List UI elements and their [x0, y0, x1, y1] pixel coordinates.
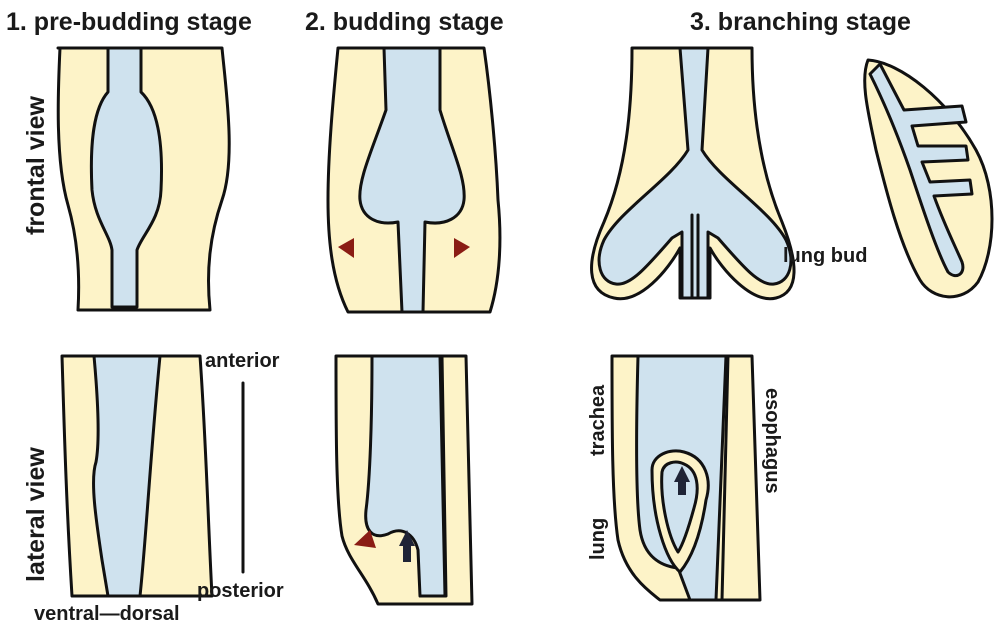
stage-3-title: 3. branching stage: [690, 8, 911, 36]
anterior-label: anterior: [205, 350, 280, 372]
stage-2-title: 2. budding stage: [305, 8, 504, 36]
lung-bud-label: lung bud: [783, 245, 867, 267]
frontal-view-label: frontal view: [22, 96, 50, 235]
posterior-label: posterior: [197, 580, 284, 602]
lung-label: lung: [587, 518, 609, 560]
ventral-dorsal-label: ventral—dorsal: [34, 603, 180, 625]
esophagus-label: esophagus: [761, 388, 783, 494]
stage-2-lateral-panel: [336, 356, 472, 604]
stage-1-lateral-panel: [62, 356, 212, 596]
stage-3-lateral-panel: [612, 356, 760, 600]
stage-2-frontal-panel: [328, 48, 500, 312]
stage-1-frontal-panel: [58, 48, 229, 310]
stage-3-branching-lobe: [865, 60, 992, 297]
lateral-view-label: lateral view: [22, 447, 50, 582]
stage-1-title: 1. pre-budding stage: [6, 8, 252, 36]
trachea-label: trachea: [587, 384, 609, 456]
stage-3-frontal-panel: [592, 48, 794, 299]
